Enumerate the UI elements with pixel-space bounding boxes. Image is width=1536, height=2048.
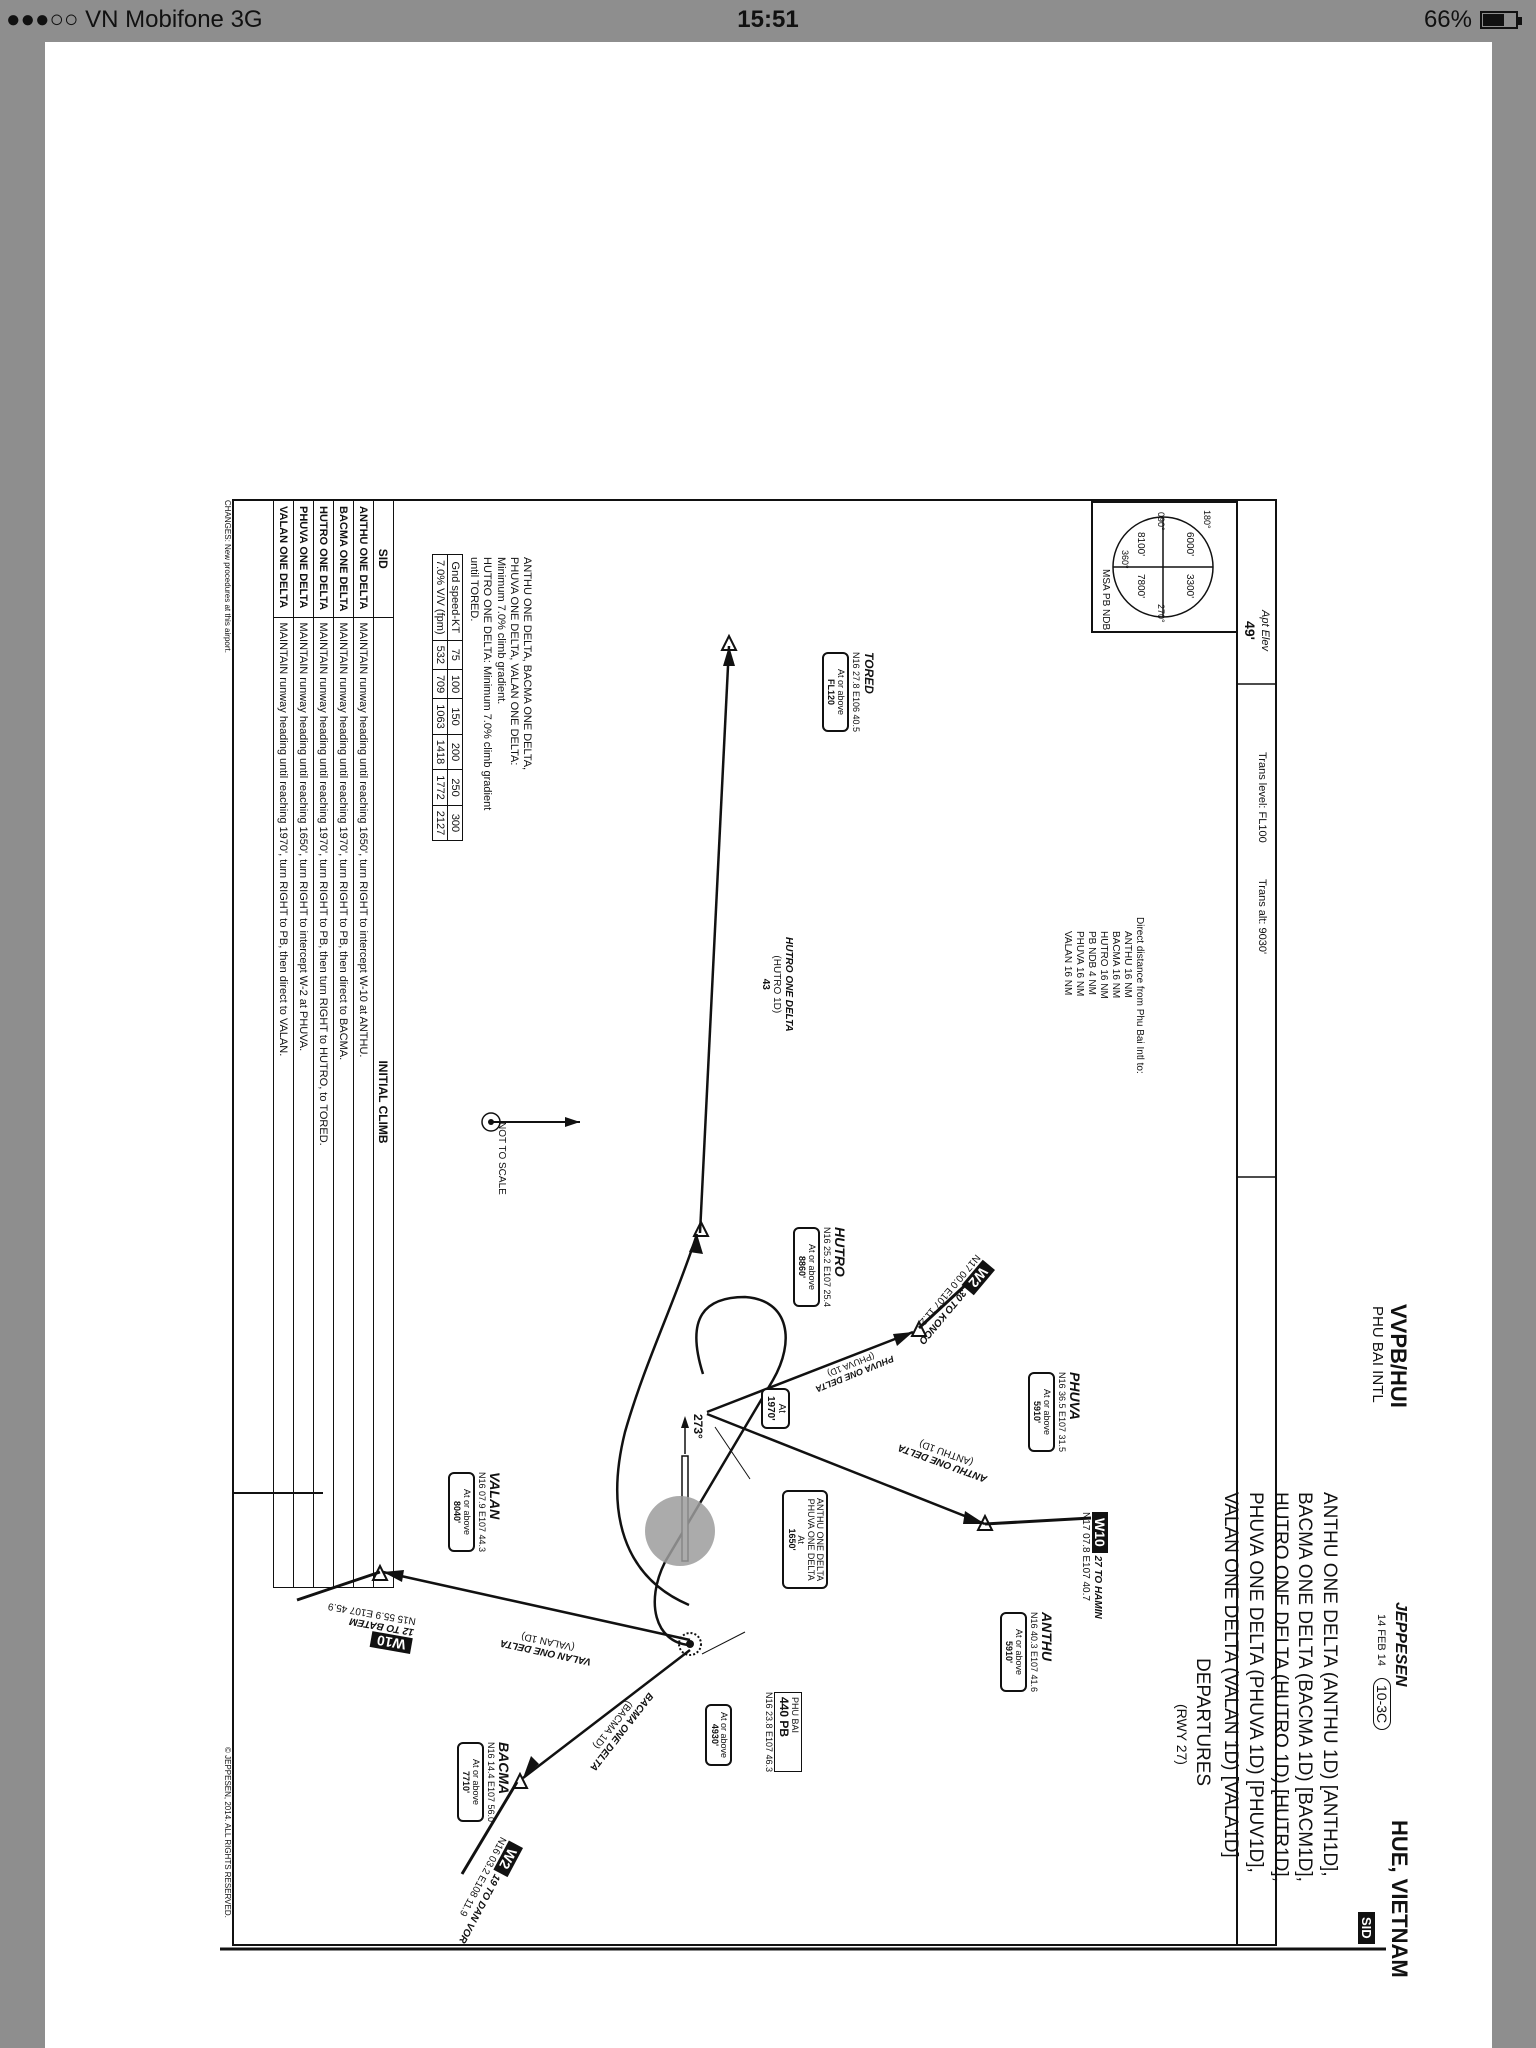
not-to-scale-label: NOT TO SCALE <box>496 1122 507 1195</box>
changes-note: CHANGES: New procedures at this airport. <box>223 500 232 653</box>
msa-bearing-360: 360° <box>1120 550 1130 569</box>
status-bar: ●●●○○ VN Mobifone 3G 15:51 66% <box>0 0 1536 42</box>
route-arrow-bacma <box>523 1756 539 1778</box>
header-city: HUE, VIETNAM <box>1387 1820 1412 1978</box>
leader-phubai <box>701 1631 746 1655</box>
procedure-5: VALAN ONE DELTA (VALAN 1D) [VALA1D] <box>1220 1492 1242 1858</box>
route-bacma <box>522 1649 691 1779</box>
msa-alt-3: 7800' <box>1135 574 1146 599</box>
route-anthu <box>706 1412 986 1526</box>
route-arrow-tored <box>723 646 735 666</box>
route-arrow-valan <box>383 1570 404 1582</box>
msa-bearing-north: 180° <box>1202 510 1212 529</box>
battery-percent: 66% <box>1423 6 1472 33</box>
msa-box <box>1091 501 1238 633</box>
msa-alt-2: 3300' <box>1184 574 1195 599</box>
runway-label: (RWY 27) <box>1174 1704 1190 1765</box>
waypoint-anthu-icon <box>976 1513 994 1531</box>
chart-graphic <box>220 499 1386 1951</box>
copyright: © JEPPESEN, 2014. ALL RIGHTS RESERVED. <box>223 1747 232 1918</box>
battery-status: 66% <box>1423 6 1522 34</box>
chart-number: 10-3C <box>1373 1678 1391 1731</box>
route-arrow-anthu <box>963 1511 985 1524</box>
touch-indicator <box>645 1496 715 1566</box>
sid-table-header-climb: INITIAL CLIMB <box>373 617 394 1588</box>
airway-hamin-label: W10 27 TO HAMIN N17 07.8 E107 40.7 <box>1080 1512 1108 1619</box>
route-hutro-label: HUTRO ONE DELTA (HUTRO 1D) 43 <box>760 937 794 1032</box>
battery-icon <box>1480 11 1522 29</box>
procedure-2: BACMA ONE DELTA (BACMA 1D) [BACM1D], <box>1294 1492 1316 1882</box>
runway-heading: 273° <box>691 1414 705 1439</box>
trans-alt: Trans alt: 9030' <box>1256 879 1268 955</box>
waypoint-bacma-icon <box>511 1771 529 1789</box>
route-valan <box>382 1570 691 1642</box>
msa-alt-4: 8100' <box>1135 532 1146 557</box>
departures-label: DEPARTURES <box>1192 1658 1213 1787</box>
turn-altitude-1650: ANTHU ONE DELTA PHUVA ONE DELTA At 1650' <box>782 1490 828 1590</box>
chart-border <box>232 499 1277 1946</box>
airway-hamin-badge: W10 <box>1091 1512 1108 1553</box>
airport-name: PHU BAI INTL <box>1369 1306 1386 1403</box>
runway-heading-arrowhead <box>681 1416 689 1428</box>
climb-gradient-table: Gnd speed-KT 75 100 150 200 250 300 7.0%… <box>432 554 463 841</box>
ndb-pb-center-icon <box>686 1640 694 1648</box>
apt-elev: Apt Elev 49' <box>1241 610 1271 651</box>
airport-icao: VVPB/HUI <box>1386 1304 1411 1408</box>
route-loop <box>653 1295 787 1647</box>
trans-level: Trans level: FL100 <box>1256 752 1268 843</box>
route-hutro-tored <box>698 645 731 1234</box>
carrier-label: ●●●○○ VN Mobifone 3G <box>6 6 263 33</box>
signal-dots-icon: ●●●○○ <box>6 6 79 33</box>
publisher-logo: JEPPESEN <box>1392 1602 1409 1687</box>
msa-label: MSA PB NDB <box>1100 569 1111 631</box>
route-arrow-hutro <box>689 1234 703 1254</box>
waypoint-phuva-icon <box>910 1319 928 1337</box>
chart-date: 14 FEB 14 <box>1375 1614 1387 1666</box>
clock: 15:51 <box>737 6 799 33</box>
route-arrow-phuva <box>893 1332 913 1346</box>
ndb-pb-icon <box>678 1632 702 1656</box>
msa-bearing-090: 090° <box>1156 512 1166 531</box>
chart-page[interactable]: HUE, VIETNAM SID JEPPESEN 14 FEB 14 10-3… <box>45 42 1492 2048</box>
waypoint-valan-icon <box>371 1563 389 1581</box>
waypoint-hutro-icon <box>692 1219 710 1237</box>
msa-alt-1: 6000' <box>1184 532 1195 557</box>
leader-1650 <box>714 1426 751 1480</box>
airway-w10-hamin <box>984 1516 1092 1526</box>
waypoint-tored-icon <box>720 633 738 651</box>
procedure-3: HUTRO ONE DELTA (HUTRO 1D) [HUTR1D], <box>1269 1492 1291 1882</box>
climb-gradient-notes: ANTHU ONE DELTA, BACMA ONE DELTA, PHUVA … <box>468 557 533 811</box>
airway-w10-batem <box>296 1570 381 1602</box>
sid-table-header-sid: SID <box>373 500 394 618</box>
direct-distance-list: Direct distance from Phu Bai Intl to: AN… <box>1062 917 1145 1074</box>
route-ndb-hutro <box>616 1233 699 1607</box>
route-phuva <box>706 1330 914 1414</box>
procedure-1: ANTHU ONE DELTA (ANTHU 1D) [ANTH1D], <box>1319 1492 1340 1877</box>
chart-type-badge: SID <box>1358 1912 1375 1944</box>
procedure-4: PHUVA ONE DELTA (PHUVA 1D) [PHUV1D], <box>1244 1492 1266 1873</box>
msa-bearing-270: 270° <box>1156 604 1166 623</box>
airway-w2-danvor <box>460 1781 519 1875</box>
procedure-list: ANTHU ONE DELTA (ANTHU 1D) [ANTH1D], BAC… <box>1218 1492 1341 1882</box>
